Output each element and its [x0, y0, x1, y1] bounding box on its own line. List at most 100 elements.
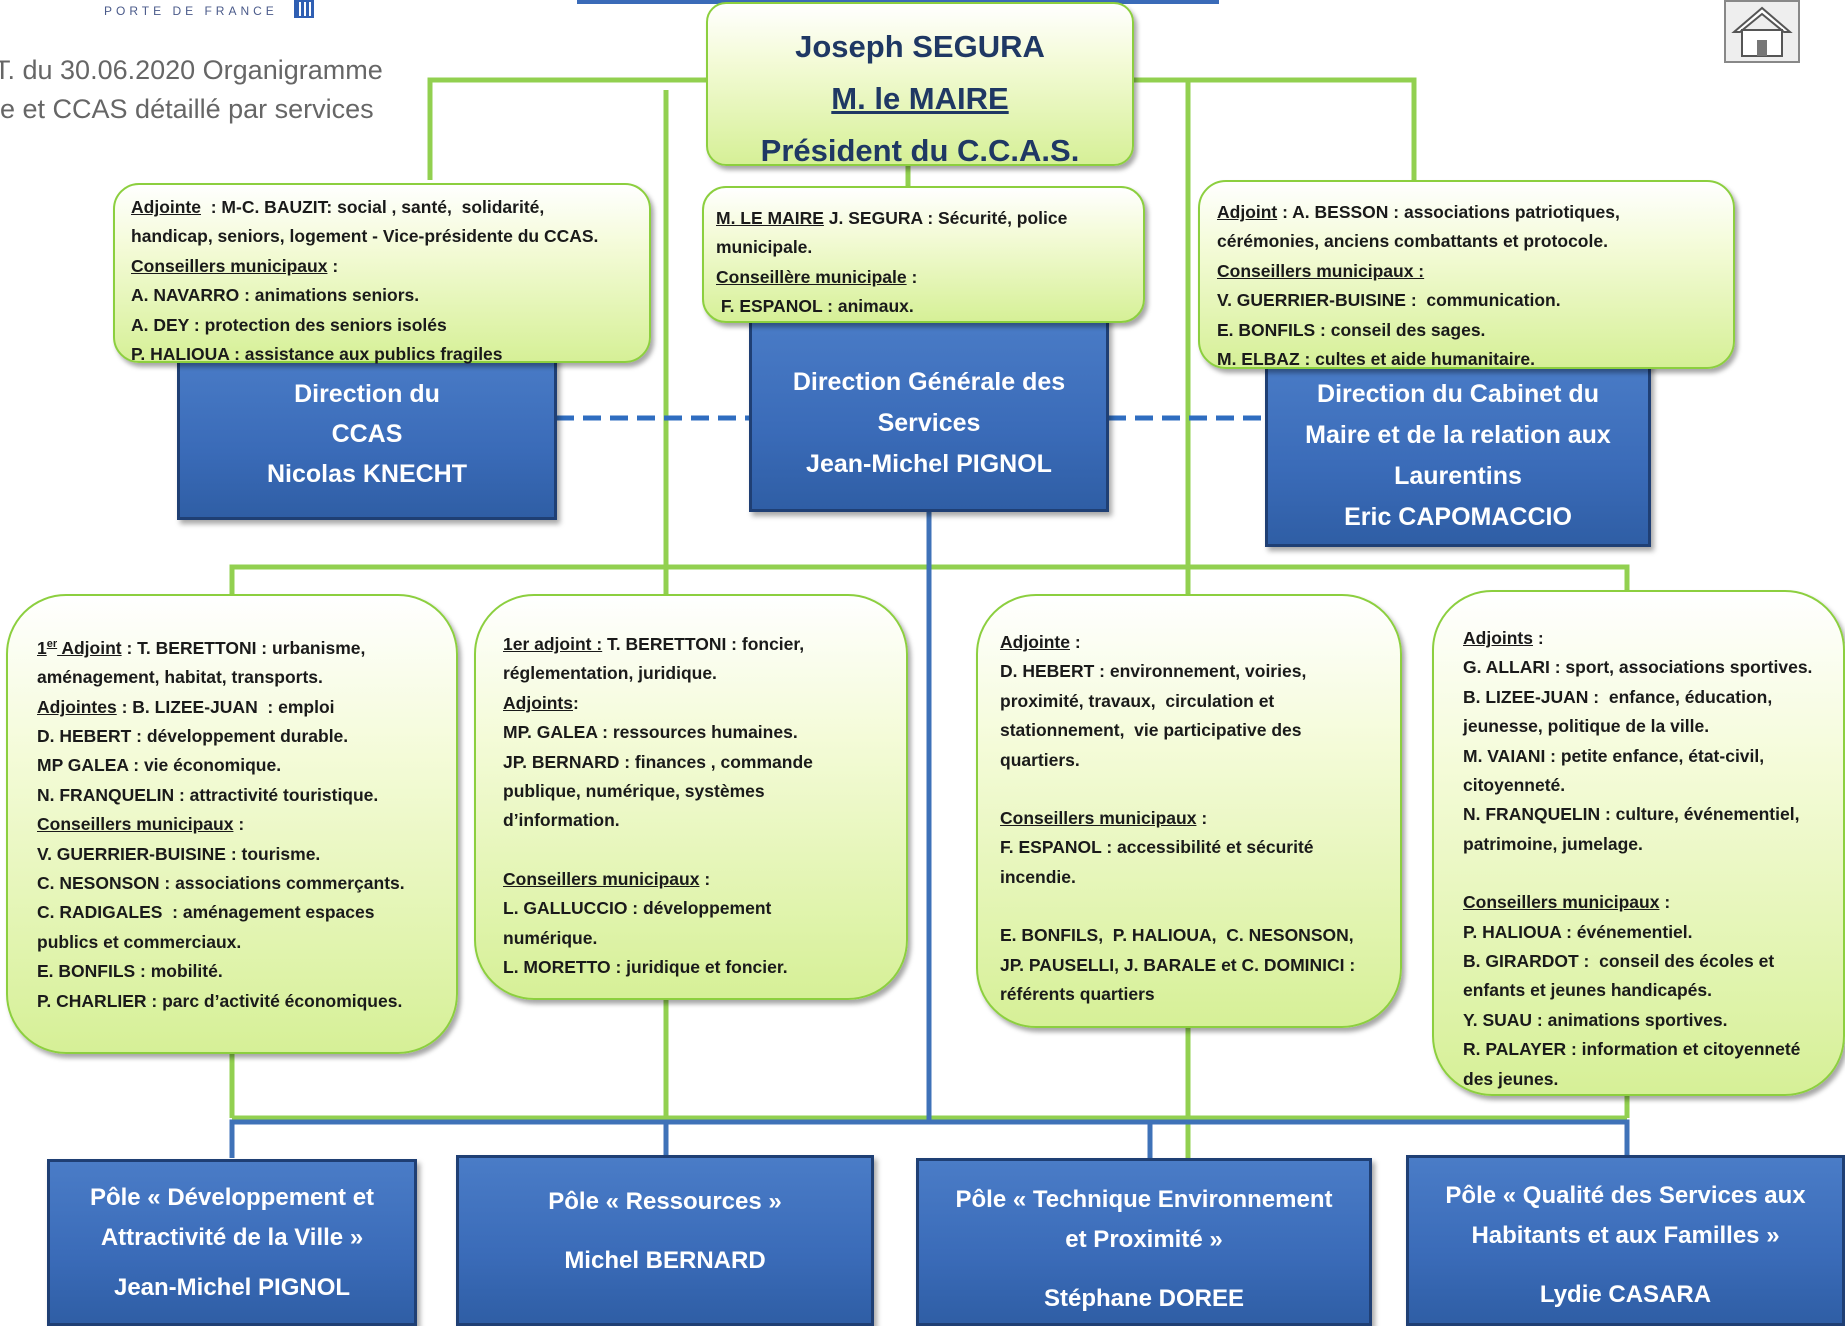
assignment-text: C. NESONSON : associations commerçants.	[37, 873, 405, 894]
elected-line: Adjointes : B. LIZEE-JUAN : emploi	[37, 693, 456, 722]
role-label: Adjointes	[37, 696, 117, 717]
role-label: Conseillers municipaux	[1463, 892, 1660, 913]
title-line-2: le et CCAS détaillé par services	[0, 94, 374, 124]
elected-line: F. ESPANOL : accessibilité et sécurité	[1000, 833, 1400, 862]
elected-line: D. HEBERT : environnement, voiries,	[1000, 657, 1400, 686]
assignment-text: C. RADIGALES : aménagement espaces	[37, 902, 375, 923]
spacer	[503, 836, 906, 865]
logo-tagline: PORTE DE FRANCE	[104, 4, 278, 18]
assignment-text: G. ALLARI : sport, associations sportive…	[1463, 657, 1813, 678]
assignment-text: Y. SUAU : animations sportives.	[1463, 1009, 1728, 1030]
assignment-text: M. ELBAZ : cultes et aide humanitaire.	[1217, 349, 1535, 370]
role-label: Adjointe	[131, 197, 201, 217]
elected-line: jeunesse, politique de la ville.	[1463, 712, 1843, 741]
assignment-text: JP. PAUSELLI, J. BARALE et C. DOMINICI :	[1000, 954, 1356, 975]
elected-line: E. BONFILS, P. HALIOUA, C. NESONSON,	[1000, 921, 1400, 950]
elected-line: des jeunes.	[1463, 1065, 1843, 1094]
assignment-text: JP. BERNARD : finances , commande	[503, 751, 813, 772]
assignment-text: :	[906, 266, 918, 287]
direction-dgs-box: Direction Générale des Services Jean-Mic…	[749, 314, 1109, 512]
elected-line: citoyenneté.	[1463, 771, 1843, 800]
spacer	[1000, 775, 1400, 804]
assignment-text: proximité, travaux, circulation et	[1000, 690, 1275, 711]
assignment-text: numérique.	[503, 927, 598, 948]
elected-line: Adjoints:	[503, 689, 906, 718]
assignment-text: :	[1533, 628, 1544, 648]
elected-line: M. LE MAIRE J. SEGURA : Sécurité, police	[716, 204, 1143, 233]
assignment-text: : A. BESSON : associations patriotiques,	[1277, 202, 1620, 222]
pole-tech-head: Stéphane DOREE	[1043, 1285, 1245, 1312]
pole-dev-box: Pôle « Développement et Attractivité de …	[47, 1159, 417, 1326]
elected-line: Adjointe : M-C. BAUZIT: social , santé, …	[131, 193, 649, 222]
assignment-text: cérémonies, anciens combattants et proto…	[1217, 231, 1608, 252]
direction-cabinet-line: Maire et de la relation aux	[1305, 421, 1611, 449]
assignment-text: L. GALLUCCIO : développement	[503, 898, 772, 919]
assignment-text: :	[699, 868, 711, 889]
elected-box-social: Adjointe : M-C. BAUZIT: social , santé, …	[113, 183, 651, 364]
elected-line: C. NESONSON : associations commerçants.	[37, 869, 456, 898]
elected-line: A. DEY : protection des seniors isolés	[131, 311, 649, 340]
mayor-box: Joseph SEGURA M. le MAIRE Président du C…	[706, 2, 1134, 168]
assignment-text: :	[1196, 808, 1208, 829]
elected-line: 1er adjoint : T. BERETTONI : foncier,	[503, 630, 906, 659]
elected-line: municipale.	[716, 233, 1143, 262]
home-button[interactable]	[1724, 0, 1800, 63]
assignment-text: stationnement, vie participative des	[1000, 720, 1302, 741]
mayor-title: Président du C.C.A.S.	[760, 133, 1080, 168]
rank-suffix: er	[46, 638, 58, 650]
direction-cabinet-line: Laurentins	[1394, 462, 1522, 490]
assignment-text: B. GIRARDOT : conseil des écoles et	[1463, 951, 1775, 972]
assignment-text: A. NAVARRO : animations seniors.	[131, 285, 420, 306]
elected-line: MP. GALEA : ressources humaines.	[503, 718, 906, 747]
pole-qual-line: Habitants et aux Familles »	[1471, 1222, 1780, 1249]
direction-cabinet-box: Direction du Cabinet du Maire et de la r…	[1265, 356, 1651, 547]
direction-cabinet-head: Eric CAPOMACCIO	[1344, 503, 1572, 531]
assignment-text: P. CHARLIER : parc d’activité économique…	[37, 990, 403, 1011]
mayor-role: M. le MAIRE	[831, 81, 1009, 116]
assignment-text: incendie.	[1000, 866, 1076, 887]
home-icon	[1731, 6, 1793, 57]
direction-ccas-head: Nicolas KNECHT	[266, 460, 468, 488]
elected-line: B. LIZEE-JUAN : enfance, éducation,	[1463, 683, 1843, 712]
rank-number: 1	[37, 637, 47, 658]
pole-tech-box: Pôle « Technique Environnement et Proxim…	[916, 1158, 1372, 1326]
role-label: Adjoints	[1463, 628, 1533, 648]
role-label: Conseillère municipale	[716, 266, 907, 287]
direction-ccas-box: Direction du CCAS Nicolas KNECHT	[177, 350, 557, 520]
role-label: Conseillers municipaux :	[1217, 260, 1425, 281]
assignment-text: P. HALIOUA : événementiel.	[1463, 921, 1693, 942]
elected-line: Conseillers municipaux :	[131, 252, 649, 281]
elected-line: B. GIRARDOT : conseil des écoles et	[1463, 947, 1843, 976]
assignment-text: D. HEBERT : environnement, voiries,	[1000, 661, 1307, 682]
assignment-text: N. FRANQUELIN : culture, événementiel,	[1463, 804, 1800, 825]
assignment-text: V. GUERRIER-BUISINE : tourisme.	[37, 843, 321, 864]
page-title: T. du 30.06.2020 Organigramme le et CCAS…	[0, 51, 420, 129]
elected-line: G. ALLARI : sport, associations sportive…	[1463, 653, 1843, 682]
elected-line: L. GALLUCCIO : développement	[503, 894, 906, 923]
elected-line: quartiers.	[1000, 746, 1400, 775]
elected-box-tech: Adjointe :D. HEBERT : environnement, voi…	[976, 594, 1402, 1028]
assignment-text: référents quartiers	[1000, 984, 1155, 1005]
elected-line: F. ESPANOL : animaux.	[716, 292, 1143, 321]
elected-line: L. MORETTO : juridique et foncier.	[503, 953, 906, 982]
elected-line: C. RADIGALES : aménagement espaces	[37, 898, 456, 927]
elected-line: stationnement, vie participative des	[1000, 716, 1400, 745]
assignment-text: quartiers.	[1000, 749, 1080, 770]
assignment-text: R. PALAYER : information et citoyenneté	[1463, 1039, 1801, 1060]
elected-line: M. VAIANI : petite enfance, état-civil,	[1463, 742, 1843, 771]
role-label: Adjoint	[57, 637, 122, 658]
direction-ccas-line: CCAS	[331, 420, 403, 448]
elected-line: réglementation, juridique.	[503, 659, 906, 688]
assignment-text: d’information.	[503, 810, 620, 831]
elected-line: P. HALIOUA : assistance aux publics frag…	[131, 340, 649, 369]
elected-line: publique, numérique, systèmes	[503, 777, 906, 806]
assignment-text: : B. LIZEE-JUAN : emploi	[116, 696, 335, 717]
elected-line: référents quartiers	[1000, 980, 1400, 1009]
assignment-text: handicap, seniors, logement - Vice-prési…	[131, 226, 599, 247]
elected-line: cérémonies, anciens combattants et proto…	[1217, 227, 1733, 256]
pole-dev-line: Attractivité de la Ville »	[100, 1224, 364, 1251]
pole-qual-line: Pôle « Qualité des Services aux	[1445, 1182, 1806, 1209]
assignment-text: MP. GALEA : ressources humaines.	[503, 722, 798, 743]
assignment-text: municipale.	[716, 237, 813, 258]
assignment-text: : T. BERETTONI : urbanisme,	[121, 637, 366, 658]
